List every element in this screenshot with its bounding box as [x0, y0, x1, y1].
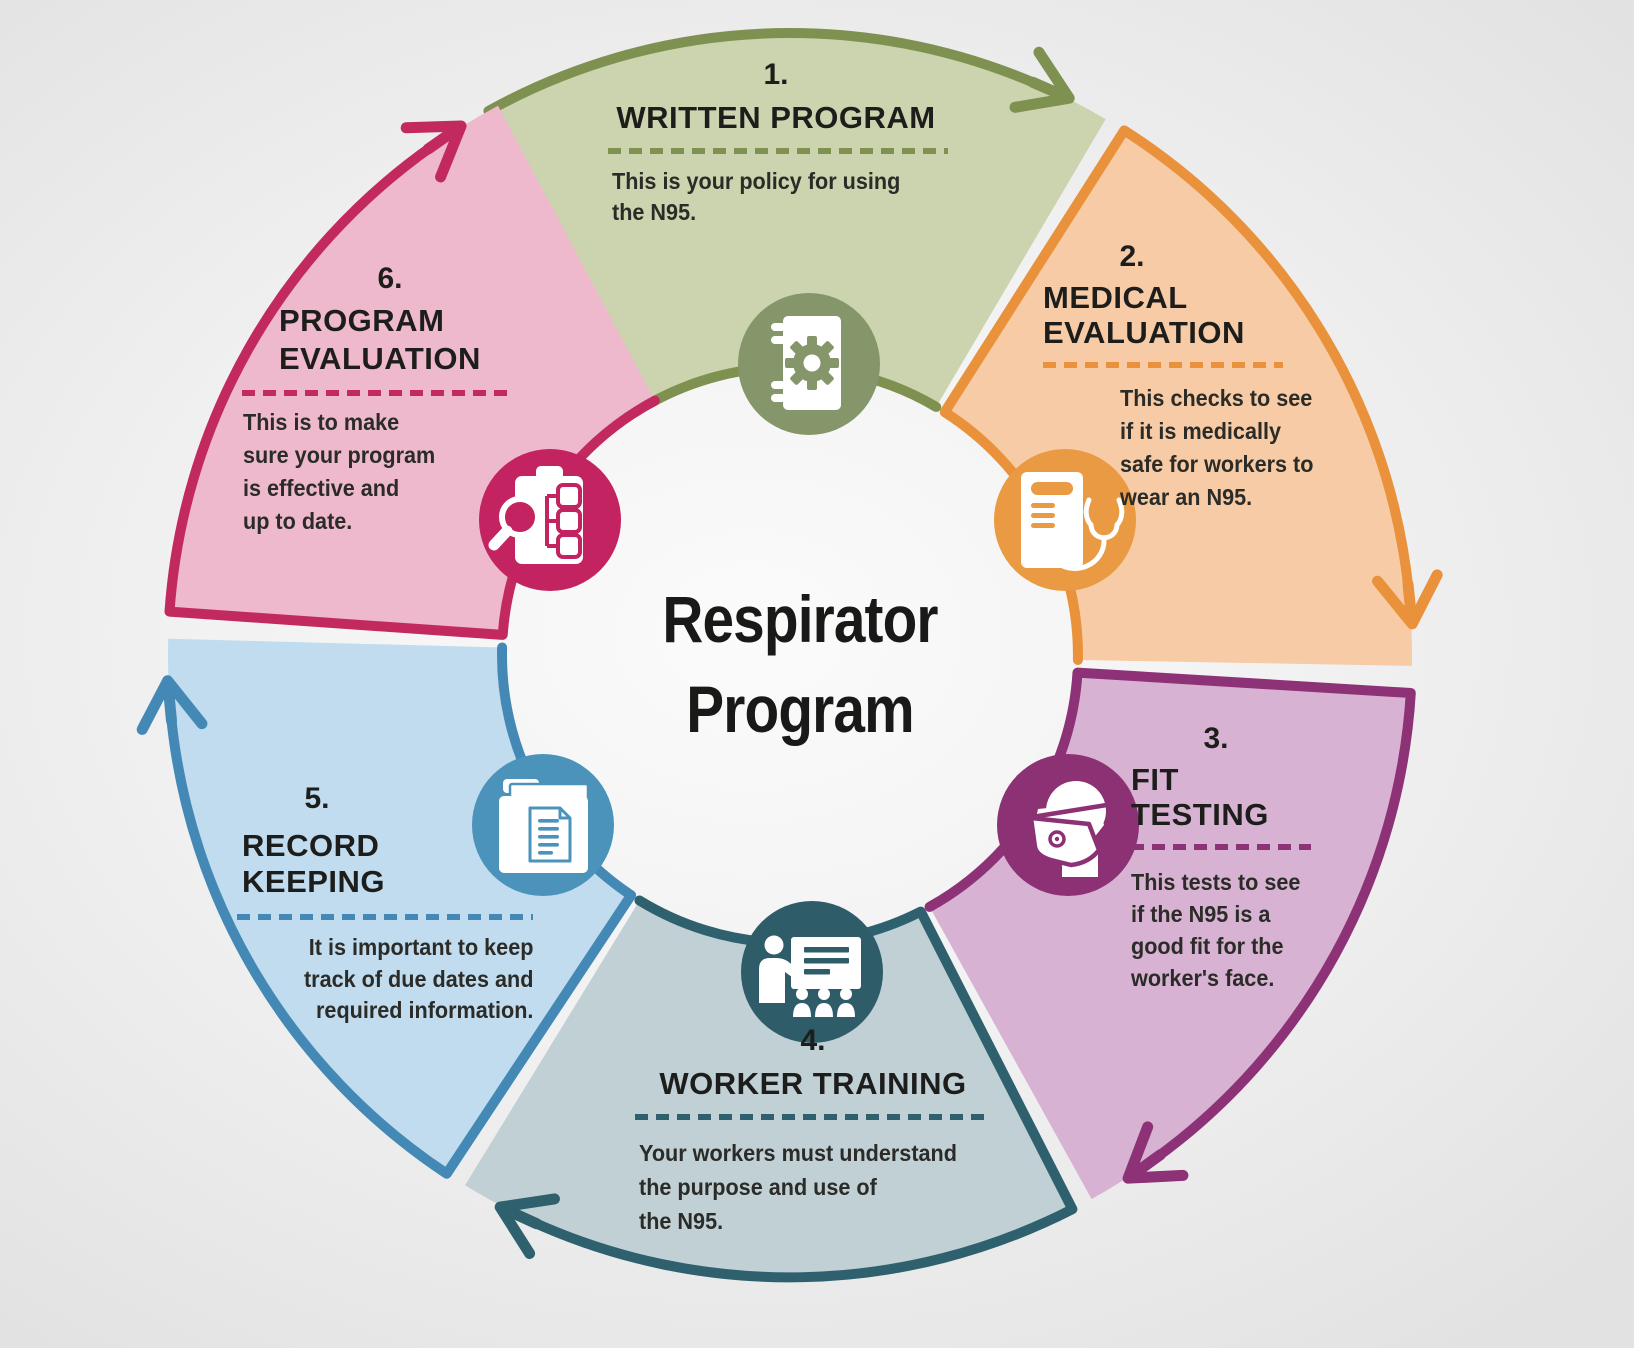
step-4-text-block: 4. WORKER TRAINING Your workers must und… [633, 1024, 993, 1238]
step-4-number: 4. [800, 1024, 826, 1057]
arrow-to-step-1 [400, 120, 467, 183]
step-4-dashed-divider [635, 1114, 991, 1120]
wedge-shape [488, 33, 1106, 407]
trainer-presentation-icon [759, 935, 861, 1017]
segment-3-fit-testing [924, 667, 1416, 1199]
step-1-description: This is your policy for using the N95. [612, 168, 901, 225]
arrow-to-step-6 [136, 675, 208, 735]
segment-4-worker-training [465, 895, 1078, 1283]
step-2-dashed-divider [1043, 362, 1283, 368]
step-2-number: 2. [1119, 240, 1145, 273]
arrow-to-step-4 [1122, 1121, 1189, 1184]
step-3-number: 3. [1203, 722, 1229, 755]
step-6-text-block: 6. PROGRAM EVALUATION This is to make su… [242, 262, 508, 538]
step-1-number: 1. [763, 58, 789, 91]
step-2-text-block: 2. MEDICAL EVALUATION This checks to see… [1043, 240, 1313, 514]
step-3-description: This tests to see if the N95 is a good f… [1131, 869, 1301, 991]
step-3-text-block: 3. FIT TESTING This tests to see if the … [1131, 722, 1331, 994]
step-4-title: WORKER TRAINING [659, 1066, 967, 1101]
wedge-outline [526, 895, 1078, 1283]
medical-clipboard-stethoscope-icon [1021, 472, 1125, 571]
wedge-shape [465, 900, 1073, 1277]
step-6-description: This is to make sure your program is eff… [243, 409, 436, 534]
diagram-title-line-1: Respirator [662, 582, 938, 656]
diagram-title: Respirator Program [628, 574, 972, 754]
wedge-outline [165, 642, 637, 1179]
step-6-title: PROGRAM EVALUATION [279, 303, 481, 376]
n95-mask-face-icon [1028, 781, 1116, 877]
folder-documents-icon [499, 779, 590, 873]
step-5-description: It is important to keep track of due dat… [303, 934, 533, 1023]
step-1-dashed-divider [608, 148, 948, 154]
step-1-icon-medallion [738, 293, 880, 435]
step-5-number: 5. [304, 782, 330, 815]
step-4-description: Your workers must understand the purpose… [639, 1140, 957, 1234]
step-2-icon-medallion [994, 449, 1136, 591]
segment-5-record-keeping [136, 638, 637, 1179]
arrow-to-step-3 [1372, 569, 1443, 630]
clipboard-magnifier-icon [488, 466, 583, 564]
step-5-title: RECORD KEEPING [242, 828, 386, 899]
arrow-to-step-5 [494, 1193, 560, 1259]
segment-2-medical-evaluation [939, 125, 1443, 666]
step-6-number: 6. [377, 262, 403, 295]
step-4-icon-medallion [741, 901, 883, 1043]
step-3-dashed-divider [1131, 844, 1311, 850]
step-6-dashed-divider [242, 390, 508, 396]
step-3-icon-medallion [997, 754, 1139, 896]
step-5-text-block: 5. RECORD KEEPING It is important to kee… [237, 782, 533, 1027]
segment-1-written-program [483, 28, 1106, 435]
step-1-title: WRITTEN PROGRAM [616, 100, 936, 135]
diagram-title-line-2: Program [686, 672, 914, 746]
manual-gear-icon [771, 316, 841, 410]
step-5-icon-medallion [472, 754, 614, 896]
segment-6-program-evaluation [164, 105, 660, 640]
step-5-dashed-divider [237, 914, 533, 920]
step-2-title: MEDICAL EVALUATION [1043, 280, 1245, 350]
step-3-title: FIT TESTING [1131, 762, 1269, 832]
step-6-icon-medallion [479, 449, 621, 591]
step-1-text-block: 1. WRITTEN PROGRAM This is your policy f… [596, 58, 956, 228]
arrow-to-step-2 [1009, 46, 1075, 113]
step-2-description: This checks to see if it is medically sa… [1120, 385, 1314, 510]
